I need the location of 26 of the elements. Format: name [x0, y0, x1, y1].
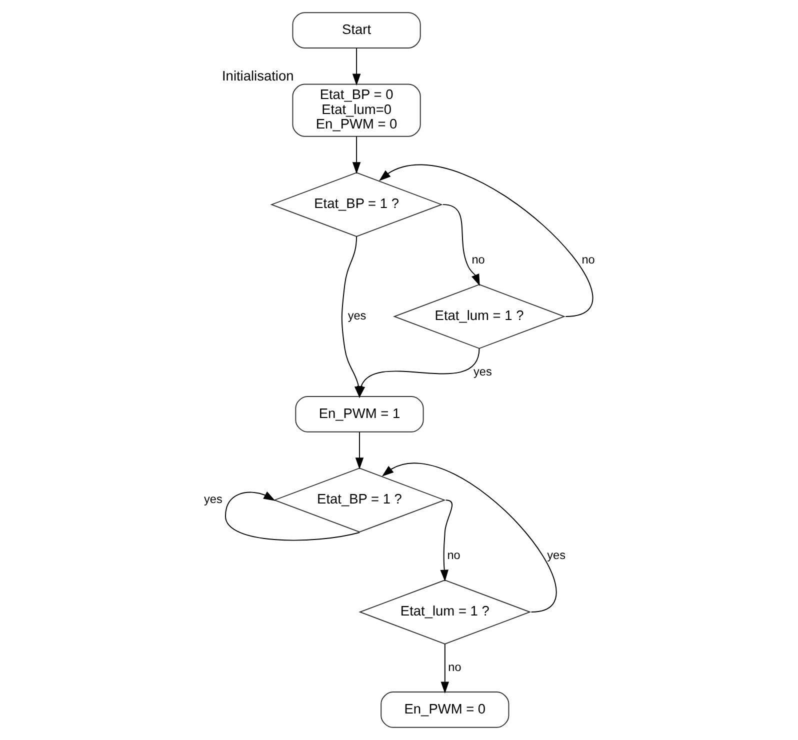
arrow [352, 136, 360, 174]
edge-label: yes [204, 493, 222, 506]
node-box: Etat_BP = 0 Etat_lum=0 En_PWM = 0 [292, 84, 420, 137]
edge-label: yes [473, 366, 492, 378]
node-diamond: Etat_BP = 1 ? [272, 468, 446, 533]
node-diamond: Etat_lum = 1 ? [358, 580, 531, 644]
node-diamond: Etat_lum = 1 ? [392, 284, 566, 349]
arrow [378, 165, 592, 317]
node-box: Start [292, 12, 420, 48]
arrow [442, 204, 480, 286]
arrow [381, 462, 556, 612]
arrow [224, 491, 360, 541]
edge-label: no [446, 549, 460, 562]
arrow [356, 348, 480, 398]
node-label: Initialisation [221, 68, 294, 84]
edge-label: no [448, 661, 461, 674]
node-diamond: Etat_BP = 1 ? [270, 172, 442, 237]
arrow [354, 432, 364, 470]
node-box: En_PWM = 1 [294, 396, 424, 432]
edge-label: yes [347, 310, 366, 323]
edge-label: no [581, 254, 594, 267]
edge-label: no [471, 254, 484, 267]
edge-label: yes [546, 549, 565, 562]
arrow [440, 643, 449, 694]
node-box: En_PWM = 0 [380, 692, 509, 728]
arrow [352, 48, 360, 86]
